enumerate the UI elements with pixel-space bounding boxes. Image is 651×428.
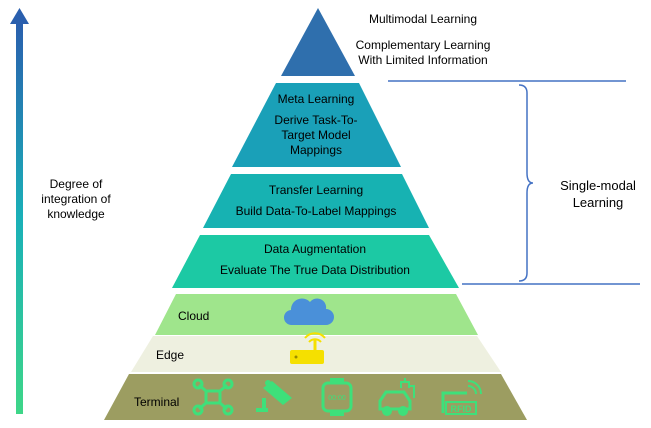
tier-meta-learning xyxy=(232,83,401,167)
data-augmentation-description: Evaluate The True Data Distribution xyxy=(220,263,410,277)
meta-learning-description: Derive Task-To- Target Model Mappings xyxy=(274,113,358,157)
svg-text:00:00: 00:00 xyxy=(328,395,346,402)
cloud-icon xyxy=(283,298,334,326)
electric-car-icon xyxy=(378,378,415,416)
terminal-label: Terminal xyxy=(134,395,180,409)
cloud-label: Cloud xyxy=(178,309,210,323)
tier-transfer-learning xyxy=(203,174,429,228)
multimodal-description: Complementary Learning With Limited Info… xyxy=(355,38,491,67)
transfer-learning-description: Build Data-To-Label Mappings xyxy=(235,204,397,218)
tier-multimodal-learning xyxy=(281,8,355,76)
rfid-icon: RFID xyxy=(441,380,482,415)
knowledge-axis-arrow xyxy=(10,8,29,414)
axis-label: Degree of integration of knowledge xyxy=(41,177,111,221)
tier-data-augmentation xyxy=(172,235,459,288)
router-icon xyxy=(290,332,326,364)
meta-learning-title: Meta Learning xyxy=(277,92,355,106)
edge-label: Edge xyxy=(156,348,185,362)
transfer-learning-title: Transfer Learning xyxy=(268,183,364,197)
tier-terminal xyxy=(104,374,527,420)
single-modal-bracket xyxy=(388,80,640,285)
camera-icon xyxy=(256,380,292,412)
multimodal-title: Multimodal Learning xyxy=(368,12,478,26)
smartwatch-icon: 00:00 xyxy=(321,378,353,416)
single-modal-label: Single-modal Learning xyxy=(560,178,636,210)
drone-icon xyxy=(192,378,234,416)
svg-text:RFID: RFID xyxy=(451,404,472,414)
data-augmentation-title: Data Augmentation xyxy=(263,242,367,256)
